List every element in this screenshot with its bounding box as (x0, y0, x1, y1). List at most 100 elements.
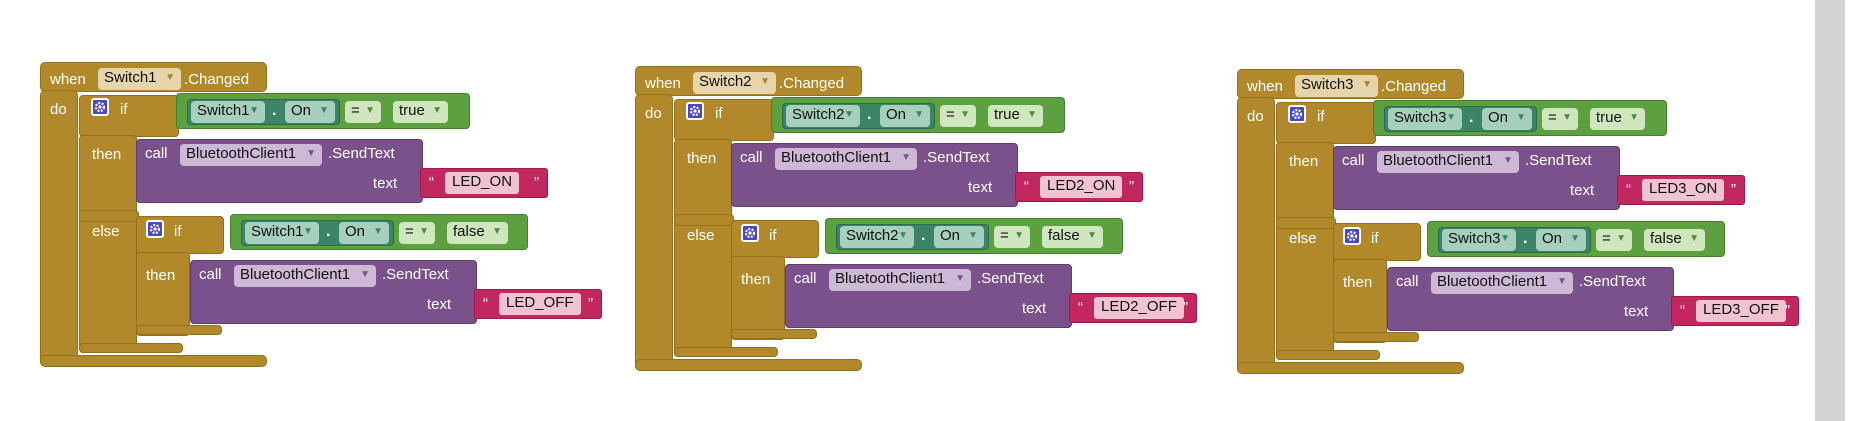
gear-icon[interactable] (1343, 227, 1361, 245)
method-name: .SendText (977, 270, 1044, 287)
bluetooth-component-dropdown[interactable]: BluetoothClient1▼ (775, 148, 917, 170)
string-literal-on-value[interactable]: LED3_ON (1642, 179, 1725, 201)
event-component-dropdown[interactable]: Switch1▼ (98, 68, 181, 90)
string-literal-on-block[interactable]: “LED_ON” (420, 168, 548, 198)
event-name: .Changed (779, 75, 845, 92)
compare-block[interactable]: Switch1▼.On▼=▼ true▼ (176, 93, 470, 129)
operator-dropdown[interactable]: =▼ (1542, 108, 1578, 130)
operator-dropdown[interactable]: =▼ (399, 222, 435, 244)
component-property-getter[interactable]: Switch3▼.On▼ (1384, 106, 1537, 132)
chevron-down-icon: ▼ (1362, 79, 1372, 90)
when-keyword: when (1247, 78, 1283, 95)
event-component-dropdown[interactable]: Switch2▼ (693, 72, 776, 94)
event-footer (635, 359, 862, 371)
event-component-dropdown[interactable]: Switch3▼ (1295, 75, 1378, 97)
text-argument-label: text (968, 179, 993, 196)
property-dropdown[interactable]: On▼ (1482, 108, 1532, 130)
chevron-down-icon: ▼ (432, 105, 442, 116)
component-property-getter[interactable]: Switch2▼.On▼ (836, 224, 989, 250)
operator-dropdown[interactable]: =▼ (940, 105, 976, 127)
compare-block[interactable]: Switch1▼.On▼=▼ false▼ (230, 214, 528, 250)
workspace-scrollbar[interactable] (1815, 0, 1845, 421)
boolean-value-dropdown[interactable]: true▼ (1590, 108, 1645, 130)
open-quote: “ (1626, 181, 1631, 198)
string-literal-off-value[interactable]: LED3_OFF (1696, 300, 1786, 322)
string-literal-on-value[interactable]: LED_ON (445, 172, 520, 194)
property-dropdown[interactable]: On▼ (285, 101, 335, 123)
if-keyword: if (715, 105, 723, 122)
chevron-down-icon: ▼ (1557, 276, 1567, 287)
property-dropdown[interactable]: On▼ (934, 226, 984, 248)
boolean-value-dropdown[interactable]: false▼ (447, 222, 508, 244)
nested-if-footer (1333, 332, 1419, 342)
if-keyword: if (1317, 108, 1325, 125)
boolean-value-dropdown[interactable]: false▼ (1644, 229, 1705, 251)
string-literal-off-block[interactable]: “LED3_OFF” (1671, 296, 1799, 326)
property-dropdown[interactable]: On▼ (1536, 229, 1586, 251)
bluetooth-component-dropdown[interactable]: BluetoothClient1▼ (1377, 151, 1519, 173)
gear-icon[interactable] (741, 224, 759, 242)
boolean-value-dropdown[interactable]: false ▼ (1042, 226, 1103, 248)
component-dropdown[interactable]: Switch2▼ (840, 226, 914, 248)
component-dropdown[interactable]: Switch3▼ (1442, 229, 1516, 251)
string-literal-on-value[interactable]: LED2_ON (1040, 176, 1123, 198)
string-literal-off-value[interactable]: LED_OFF (499, 293, 581, 315)
compare-block[interactable]: Switch3▼.On▼=▼ false▼ (1427, 221, 1725, 257)
component-dropdown[interactable]: Switch2▼ (786, 105, 860, 127)
do-keyword: do (50, 101, 67, 118)
boolean-value-dropdown[interactable]: true▼ (988, 105, 1043, 127)
close-quote: ” (534, 174, 539, 191)
component-dropdown[interactable]: Switch1▼ (191, 101, 265, 123)
string-literal-off-value[interactable]: LED2_OFF (1094, 297, 1184, 319)
bluetooth-component-dropdown[interactable]: BluetoothClient1▼ (234, 265, 376, 287)
operator-dropdown[interactable]: =▼ (345, 101, 381, 123)
then-keyword: then (1289, 153, 1319, 170)
component-property-getter[interactable]: Switch2▼.On▼ (782, 103, 935, 129)
boolean-value-dropdown[interactable]: true▼ (393, 101, 448, 123)
gear-icon[interactable] (1288, 105, 1306, 123)
string-literal-on-block[interactable]: “LED2_ON” (1015, 172, 1143, 202)
boolean-value-dropdown-label: false (1048, 227, 1080, 244)
bluetooth-component-dropdown-label: BluetoothClient1 (1437, 273, 1548, 290)
call-keyword: call (199, 266, 222, 283)
string-literal-off-block[interactable]: “LED2_OFF” (1069, 293, 1197, 323)
text-argument-label: text (1570, 182, 1595, 199)
compare-block[interactable]: Switch3▼.On▼=▼ true▼ (1373, 100, 1667, 136)
property-dropdown[interactable]: On▼ (880, 105, 930, 127)
property-dropdown[interactable]: On▼ (339, 222, 389, 244)
chevron-down-icon: ▼ (1503, 155, 1513, 166)
component-dropdown[interactable]: Switch3▼ (1388, 108, 1462, 130)
bluetooth-component-dropdown[interactable]: BluetoothClient1▼ (180, 144, 322, 166)
component-dropdown[interactable]: Switch1▼ (245, 222, 319, 244)
component-property-getter[interactable]: Switch1▼.On▼ (187, 99, 340, 125)
gear-icon[interactable] (686, 102, 704, 120)
gear-icon[interactable] (91, 98, 109, 116)
string-literal-on-block[interactable]: “LED3_ON” (1617, 175, 1745, 205)
component-property-getter[interactable]: Switch1▼.On▼ (241, 220, 394, 246)
chevron-down-icon: ▼ (1446, 112, 1456, 123)
gear-icon[interactable] (146, 220, 164, 238)
else-keyword: else (687, 227, 715, 244)
compare-block[interactable]: Switch2▼.On▼=▼ true▼ (771, 97, 1065, 133)
operator-dropdown[interactable]: =▼ (994, 226, 1030, 248)
chevron-down-icon: ▼ (914, 109, 924, 120)
component-property-getter[interactable]: Switch3▼.On▼ (1438, 227, 1591, 253)
chevron-down-icon: ▼ (303, 226, 313, 237)
bluetooth-component-dropdown[interactable]: BluetoothClient1▼ (829, 269, 971, 291)
chevron-down-icon: ▼ (898, 230, 908, 241)
chevron-down-icon: ▼ (1087, 230, 1097, 241)
bluetooth-component-dropdown[interactable]: BluetoothClient1 ▼ (1431, 272, 1573, 294)
chevron-down-icon: ▼ (1562, 112, 1572, 123)
operator-dropdown[interactable]: =▼ (1596, 229, 1632, 251)
compare-block[interactable]: Switch2▼.On▼=▼ false ▼ (825, 218, 1123, 254)
string-literal-off-block[interactable]: “LED_OFF” (474, 289, 602, 319)
